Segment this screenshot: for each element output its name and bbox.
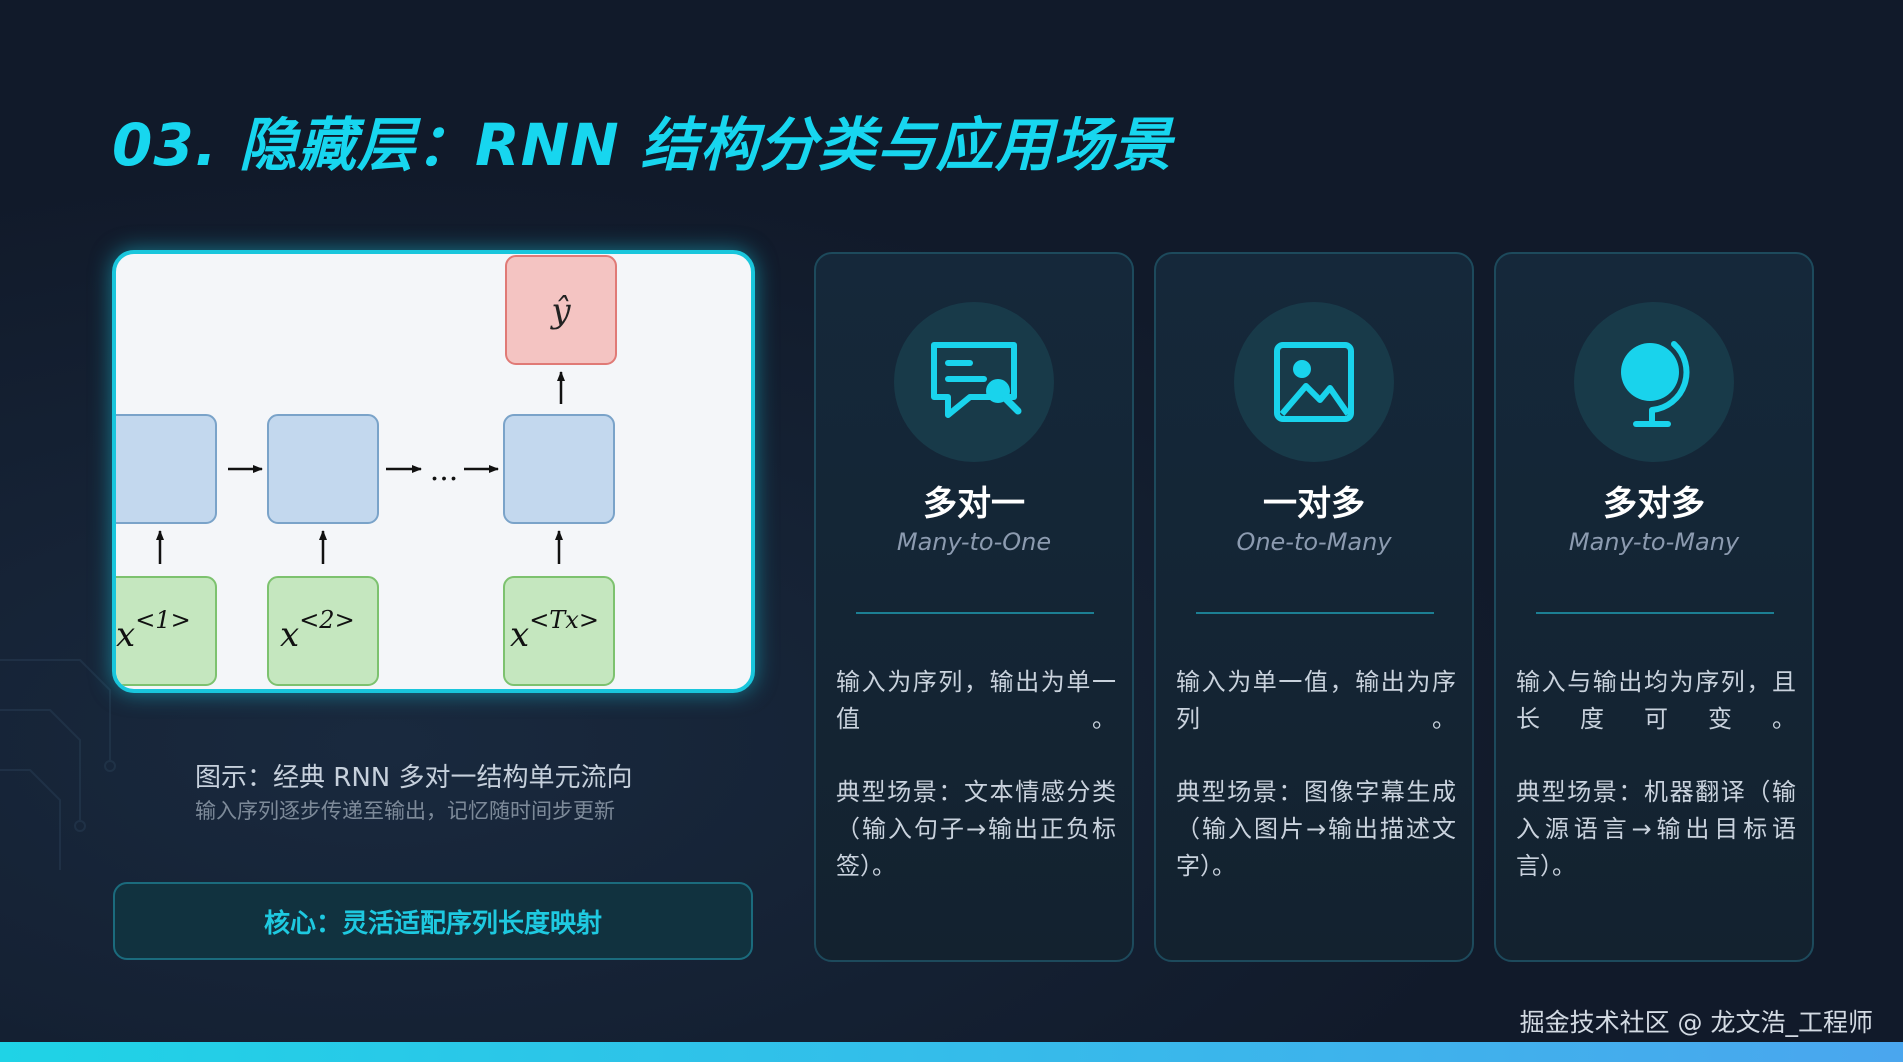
diagram-caption-sub: 输入序列逐步传递至输出，记忆随时间步更新 (195, 799, 615, 823)
hidden-cell-1 (116, 414, 217, 524)
card-one-to-many: 一对多 One-to-Many 输入为单一值，输出为序列。 典型场景：图像字幕生… (1154, 252, 1474, 962)
rnn-diagram: ŷ x<1> x<2> x<Tx> ... (116, 255, 617, 686)
input-cell-1 (116, 576, 217, 686)
output-cell (505, 255, 617, 365)
card-many-to-one: 多对一 Many-to-One 输入为序列，输出为单一值。 典型场景：文本情感分… (814, 252, 1134, 962)
card-subtitle: Many-to-One (896, 528, 1052, 556)
hidden-cell-3 (503, 414, 615, 524)
diagram-caption: 图示：经典 RNN 多对一结构单元流向 (195, 763, 633, 793)
input-cell-2 (267, 576, 379, 686)
card-divider (1536, 612, 1774, 614)
input-label-1: x<1> (116, 606, 191, 655)
card-title: 多对多 (1603, 484, 1705, 524)
card-divider (856, 612, 1094, 614)
card-divider (1196, 612, 1434, 614)
rnn-diagram-panel: ŷ x<1> x<2> x<Tx> ... (112, 250, 755, 693)
input-label-2: x<2> (280, 606, 355, 655)
globe-icon (1621, 341, 1690, 427)
hidden-cell-2 (267, 414, 379, 524)
card-description: 输入与输出均为序列，且长度可变。 (1516, 668, 1796, 733)
watermark-credit: 掘金技术社区 @ 龙文浩_工程师 (1519, 1008, 1873, 1037)
ellipsis: ... (430, 453, 459, 488)
card-description: 输入为序列，输出为单一值。 (836, 668, 1116, 733)
card-many-to-many: 多对多 Many-to-Many 输入与输出均为序列，且长度可变。 典型场景：机… (1494, 252, 1814, 962)
image-icon (1274, 342, 1354, 422)
chat-search-icon (931, 342, 1022, 418)
input-label-3: x<Tx> (510, 606, 599, 655)
page-title: 03. 隐藏层：RNN 结构分类与应用场景 (112, 111, 1172, 179)
bottom-accent-bar (0, 1042, 1903, 1062)
card-subtitle: Many-to-Many (1568, 528, 1740, 556)
card-subtitle: One-to-Many (1236, 528, 1392, 556)
card-description: 输入为单一值，输出为序列。 (1176, 668, 1456, 733)
icon-circle (894, 302, 1054, 462)
card-scenario: 典型场景：机器翻译（输入源语言→输出目标语言）。 (1516, 778, 1796, 880)
input-cell-3 (503, 576, 615, 686)
core-text: 核心：灵活适配序列长度映射 (263, 908, 602, 939)
icon-circle (1234, 302, 1394, 462)
icon-circle (1574, 302, 1734, 462)
card-title: 多对一 (923, 484, 1025, 524)
output-label: ŷ (549, 291, 571, 331)
card-scenario: 典型场景：文本情感分类（输入句子→输出正负标签）。 (836, 778, 1116, 880)
circuit-decoration (0, 659, 116, 870)
card-scenario: 典型场景：图像字幕生成（输入图片→输出描述文字）。 (1176, 778, 1456, 880)
card-title: 一对多 (1263, 484, 1365, 524)
core-box: 核心：灵活适配序列长度映射 (113, 882, 753, 960)
